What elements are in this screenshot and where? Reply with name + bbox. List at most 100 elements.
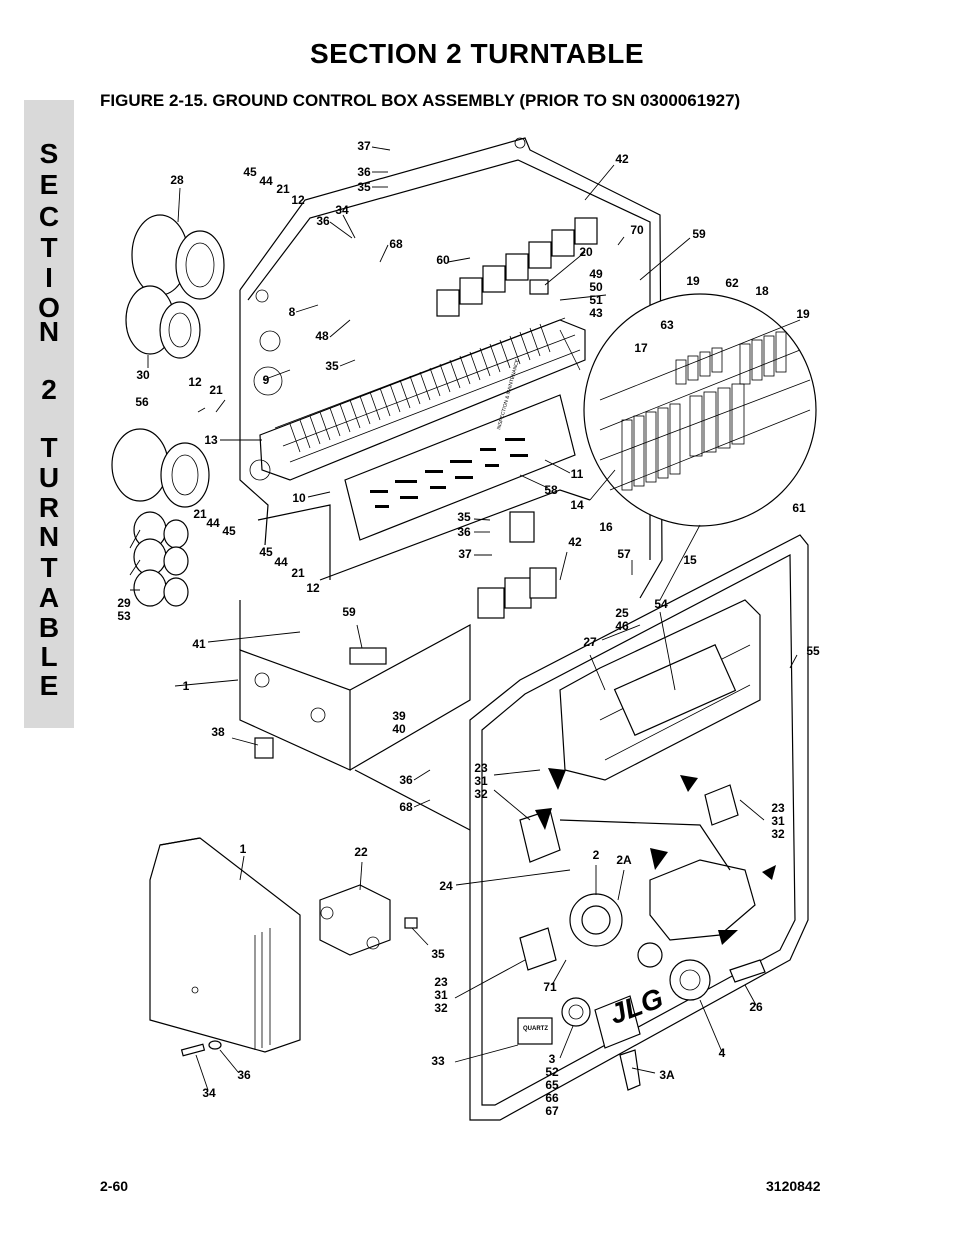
part-callout: 49 50 51 43 (589, 267, 603, 320)
part-callout: 11 (570, 467, 584, 481)
side-tab-letter: A (38, 582, 60, 613)
part-callout: 56 (135, 395, 149, 409)
part-callout: 18 (755, 284, 769, 298)
side-tab-letter: N (38, 316, 60, 347)
part-callout: 39 40 (392, 709, 406, 736)
part-callout: 36 (357, 165, 371, 179)
side-tab-letter: C (38, 201, 60, 232)
part-callout: 25 46 (615, 606, 629, 633)
part-callout: 37 (357, 139, 371, 153)
relay-bank-upper (436, 217, 598, 317)
part-callout: 45 (243, 165, 257, 179)
part-callout: 12 (188, 375, 202, 389)
part-callout: 59 (692, 227, 706, 241)
part-callout: 21 (209, 383, 223, 397)
part-callout: 68 (399, 800, 413, 814)
part-callout: 21 (193, 507, 207, 521)
part-callout: 35 (357, 180, 371, 194)
key-switch-plate-label: QUARTZ (523, 1026, 548, 1032)
part-callout: 1 (239, 842, 247, 856)
part-callout: 27 (583, 635, 597, 649)
part-callout: 17 (634, 341, 648, 355)
part-callout: 9 (262, 373, 270, 387)
part-callout: 19 (796, 307, 810, 321)
part-callout: 37 (458, 547, 472, 561)
part-callout: 23 31 32 (434, 975, 448, 1015)
part-callout: 34 (335, 203, 349, 217)
part-callout: 13 (204, 433, 218, 447)
part-callout: 21 (291, 566, 305, 580)
part-callout: 3 52 65 66 67 (545, 1052, 559, 1118)
section-title: SECTION 2 TURNTABLE (309, 38, 645, 69)
mounting-bracket (239, 600, 471, 831)
part-callout: 36 (237, 1068, 251, 1082)
part-callout: 15 (683, 553, 697, 567)
relay-22 (319, 884, 418, 956)
figure-title: FIGURE 2-15. GROUND CONTROL BOX ASSEMBLY… (100, 91, 741, 110)
side-tab-letter: O (38, 292, 60, 323)
part-callout: 24 (439, 879, 453, 893)
part-callout: 34 (202, 1086, 216, 1100)
part-callout: 23 31 32 (771, 801, 785, 841)
part-callout: 14 (570, 498, 584, 512)
part-callout: 35 (457, 510, 471, 524)
relay-bank-lower (254, 511, 557, 759)
part-callout: 33 (431, 1054, 445, 1068)
part-callout: 60 (436, 253, 450, 267)
part-callout: 48 (315, 329, 329, 343)
side-tab-letter: U (38, 462, 60, 493)
part-callout: 62 (725, 276, 739, 290)
part-callout: 10 (292, 491, 306, 505)
part-callout: 59 (342, 605, 356, 619)
part-callout: 57 (617, 547, 631, 561)
part-callout: 44 (206, 516, 220, 530)
part-callout: 45 (222, 524, 236, 538)
side-tab-letter: B (38, 612, 60, 643)
cable-glands (111, 214, 225, 607)
wiring-decal (344, 394, 576, 541)
part-callout: 35 (325, 359, 339, 373)
part-callout: 2A (616, 853, 632, 867)
part-callout: 70 (630, 223, 644, 237)
part-callout: 1 (182, 679, 190, 693)
side-tab-letter: S (39, 138, 59, 169)
control-panel (469, 534, 809, 1121)
part-callout: 55 (806, 644, 820, 658)
part-callout: 54 (654, 597, 668, 611)
part-callout: 35 (431, 947, 445, 961)
side-tab-letter: E (39, 670, 59, 701)
part-callout: 19 (686, 274, 700, 288)
terminal-strip (259, 317, 586, 481)
part-callout: 42 (568, 535, 582, 549)
part-callout: 30 (136, 368, 150, 382)
enclosure-cover (149, 837, 301, 1057)
part-callout: 41 (192, 637, 206, 651)
side-tab-letter: L (40, 641, 58, 672)
part-callout: 58 (544, 483, 558, 497)
part-callout: 71 (543, 980, 557, 994)
part-callout: 61 (792, 501, 806, 515)
part-callout: 29 53 (117, 596, 131, 623)
terminal-detail-view (559, 293, 817, 601)
part-callout: 38 (211, 725, 225, 739)
part-callout: 12 (306, 581, 320, 595)
side-tab-letter: E (39, 169, 59, 200)
part-callout: 3A (659, 1068, 675, 1082)
part-callout: 63 (660, 318, 674, 332)
part-callout: 36 (316, 214, 330, 228)
part-callout: 20 (579, 245, 593, 259)
page-number: 2-60 (100, 1178, 129, 1194)
document-number: 3120842 (766, 1178, 821, 1194)
side-tab-letter: T (40, 432, 58, 463)
part-callout: 21 (276, 182, 290, 196)
part-callout: 44 (274, 555, 288, 569)
part-callout: 12 (291, 193, 305, 207)
side-tab-letter: T (40, 552, 58, 583)
part-callout: 16 (599, 520, 613, 534)
side-tab-letter: I (45, 262, 53, 293)
side-tab-letter: N (38, 521, 60, 552)
part-callout: 28 (170, 173, 184, 187)
